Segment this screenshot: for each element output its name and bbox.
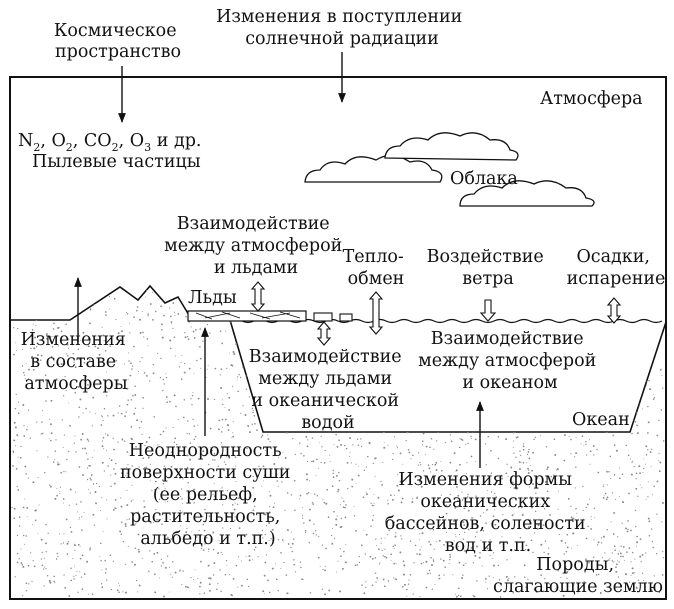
land-hetero-label: Неоднородность поверхности суши (ее рель… [120, 441, 296, 549]
precip-label: Осадки, испарение [567, 247, 666, 289]
atmosphere-label: Атмосфера [540, 89, 643, 109]
wind-arrow [479, 299, 497, 322]
atm-ocean-label: Взаимодействие между атмосферой и океано… [418, 329, 602, 393]
space-label: Космическое пространство [54, 21, 182, 62]
ocean-label: Океан [572, 410, 630, 430]
cloud-1 [304, 154, 443, 183]
land-surface [11, 284, 667, 433]
basin-change-label: Изменения формы океанических бассейнов, … [385, 470, 592, 556]
ice-sheet [187, 310, 353, 322]
cloud-3 [459, 180, 595, 207]
ice-ocean-label: Взаимодействие между льдами и океаническ… [249, 347, 407, 433]
wind-label: Воздействие ветра [427, 247, 550, 289]
atm-gases-label: N2, O2, CO2, O3 и др. [18, 131, 202, 154]
heat-exchange-arrow [368, 291, 384, 335]
dust-label: Пылевые частицы [32, 152, 201, 172]
atm-ice-exchange-arrow [250, 281, 266, 312]
atmosphere-frame [9, 76, 667, 600]
solar-label: Изменения в поступлении солнечной радиац… [216, 7, 468, 49]
heat-exchange-label: Тепло- обмен [343, 247, 410, 289]
precip-evap-arrow [606, 297, 622, 324]
atm-ice-label: Взаимодействие между атмосферой и льдами [164, 214, 348, 278]
atm-comp-change-label: Изменения в составе атмосферы [21, 330, 132, 394]
cloud-2 [384, 132, 519, 161]
rocks-label: Породы, слагающие землю [493, 555, 663, 597]
ice-ocean-exchange-arrow [316, 321, 332, 346]
clouds-label: Облака [450, 169, 518, 189]
ice-label: Льды [188, 288, 237, 308]
